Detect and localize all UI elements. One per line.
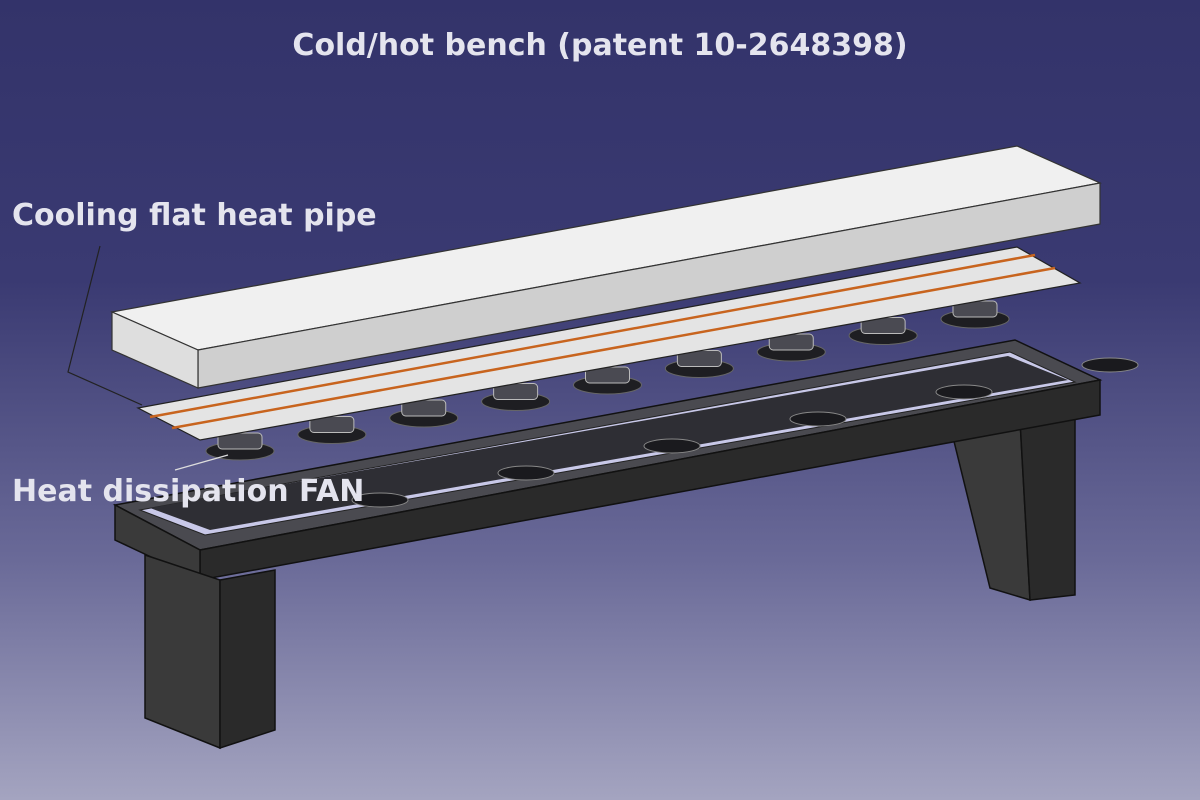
left-leg (144, 553, 276, 750)
heat-pipe-leader-line (67, 245, 143, 406)
fan-icon (205, 432, 275, 461)
fan-icon (573, 366, 642, 395)
frame-fan-opening (789, 411, 847, 427)
fan-icon (389, 399, 459, 428)
fan-icon (940, 300, 1010, 329)
frame-fan-opening (497, 465, 555, 481)
diagram-title: Cold/hot bench (patent 10-2648398) (292, 28, 908, 63)
bench-top-slab (109, 145, 1103, 389)
frame-fan-opening (643, 438, 701, 454)
heat-pipe-label: Cooling flat heat pipe (12, 198, 377, 233)
fan-icon (756, 333, 826, 362)
fan-icon (297, 416, 367, 444)
fan-label: Heat dissipation FAN (12, 474, 365, 509)
frame-fan-opening (1081, 357, 1139, 373)
fan-icon (664, 350, 734, 378)
fan-leader-line (174, 454, 229, 471)
frame (112, 339, 1139, 582)
frame-fan-opening (351, 492, 409, 508)
heat-pipe-plate (136, 246, 1082, 441)
right-leg (949, 411, 1076, 602)
frame-fan-opening (935, 384, 993, 400)
